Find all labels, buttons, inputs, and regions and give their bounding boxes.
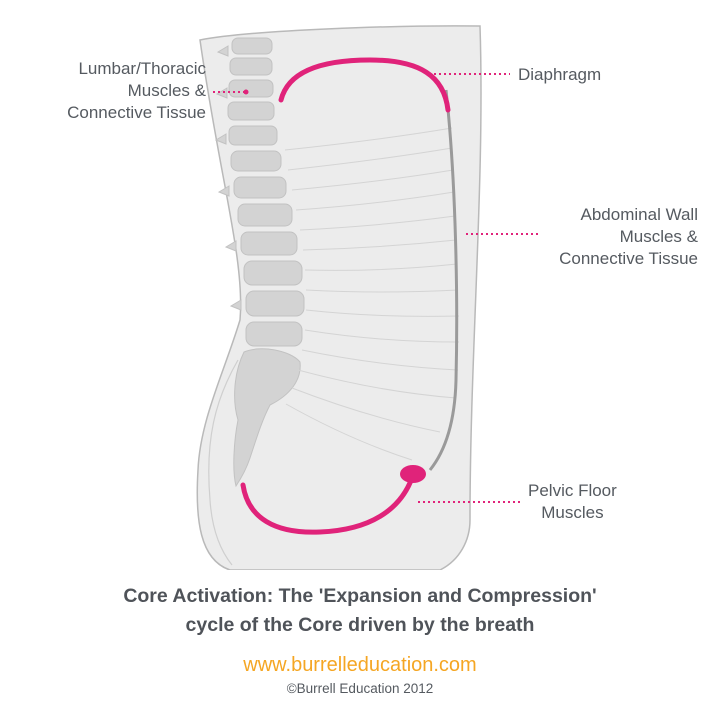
label-line: Connective Tissue xyxy=(559,249,698,268)
pelvic-floor-node xyxy=(400,465,426,483)
fibre-line xyxy=(304,329,460,343)
vertebra xyxy=(230,150,282,172)
label-line: Pelvic Floor xyxy=(528,481,617,500)
core-diagram xyxy=(196,25,538,570)
vertebra xyxy=(227,101,275,121)
vertebra-process xyxy=(214,133,227,145)
sacrum xyxy=(233,348,301,488)
fibre-line xyxy=(287,147,453,171)
fibre-line xyxy=(291,169,454,191)
abdominal-wall xyxy=(428,89,459,471)
vertebra-process xyxy=(215,87,228,99)
fibre-line xyxy=(291,387,441,433)
fibre-line xyxy=(305,309,460,317)
vertebra xyxy=(228,125,278,146)
pelvic-floor xyxy=(240,475,415,535)
vertebra xyxy=(240,231,298,256)
caption-line-2: cycle of the Core driven by the breath xyxy=(185,614,535,636)
label-lumbar-thoracic: Lumbar/Thoracic Muscles & Connective Tis… xyxy=(18,58,206,124)
caption-line-1: Core Activation: The 'Expansion and Comp… xyxy=(123,585,597,607)
label-line: Connective Tissue xyxy=(67,103,206,122)
label-line: Lumbar/Thoracic xyxy=(78,59,206,78)
leader-lines xyxy=(213,73,538,503)
leader-dot xyxy=(243,89,249,95)
fibre-line xyxy=(299,215,456,231)
diaphragm xyxy=(278,57,451,113)
label-diaphragm: Diaphragm xyxy=(518,65,602,84)
fibre-line xyxy=(295,191,455,211)
fibre-line xyxy=(305,289,459,293)
label-line: Abdominal Wall xyxy=(580,205,698,224)
vertebra xyxy=(228,79,274,98)
fibre-line xyxy=(301,349,459,371)
vertebra-process xyxy=(229,299,242,311)
abdominal-fibres xyxy=(284,127,460,461)
fibre-line xyxy=(302,239,457,251)
fibre-line xyxy=(285,403,413,461)
vertebra xyxy=(229,57,273,76)
website-link[interactable]: www.burrelleducation.com xyxy=(243,654,477,676)
label-abdominal-wall: Abdominal Wall Muscles & Connective Tiss… xyxy=(508,204,698,270)
fibre-line xyxy=(284,127,453,151)
fibre-line xyxy=(297,369,457,399)
vertebra xyxy=(233,176,287,199)
vertebra xyxy=(245,290,305,317)
copyright-notice: ©Burrell Education 2012 xyxy=(286,681,434,696)
spine xyxy=(214,37,305,488)
back-contour xyxy=(208,359,239,566)
label-pelvic-floor: Pelvic Floor Muscles xyxy=(528,480,617,524)
label-line: Muscles & xyxy=(619,227,698,246)
vertebra xyxy=(231,37,273,55)
vertebra xyxy=(245,321,303,347)
vertebra-process xyxy=(216,45,229,57)
vertebra xyxy=(243,260,303,286)
fibre-line xyxy=(304,263,458,271)
vertebra-process xyxy=(224,240,237,252)
label-line: Muscles xyxy=(541,503,604,522)
vertebra-process xyxy=(217,185,230,197)
caption: Core Activation: The 'Expansion and Comp… xyxy=(0,582,720,640)
vertebra xyxy=(237,203,293,227)
label-line: Muscles & xyxy=(127,81,206,100)
